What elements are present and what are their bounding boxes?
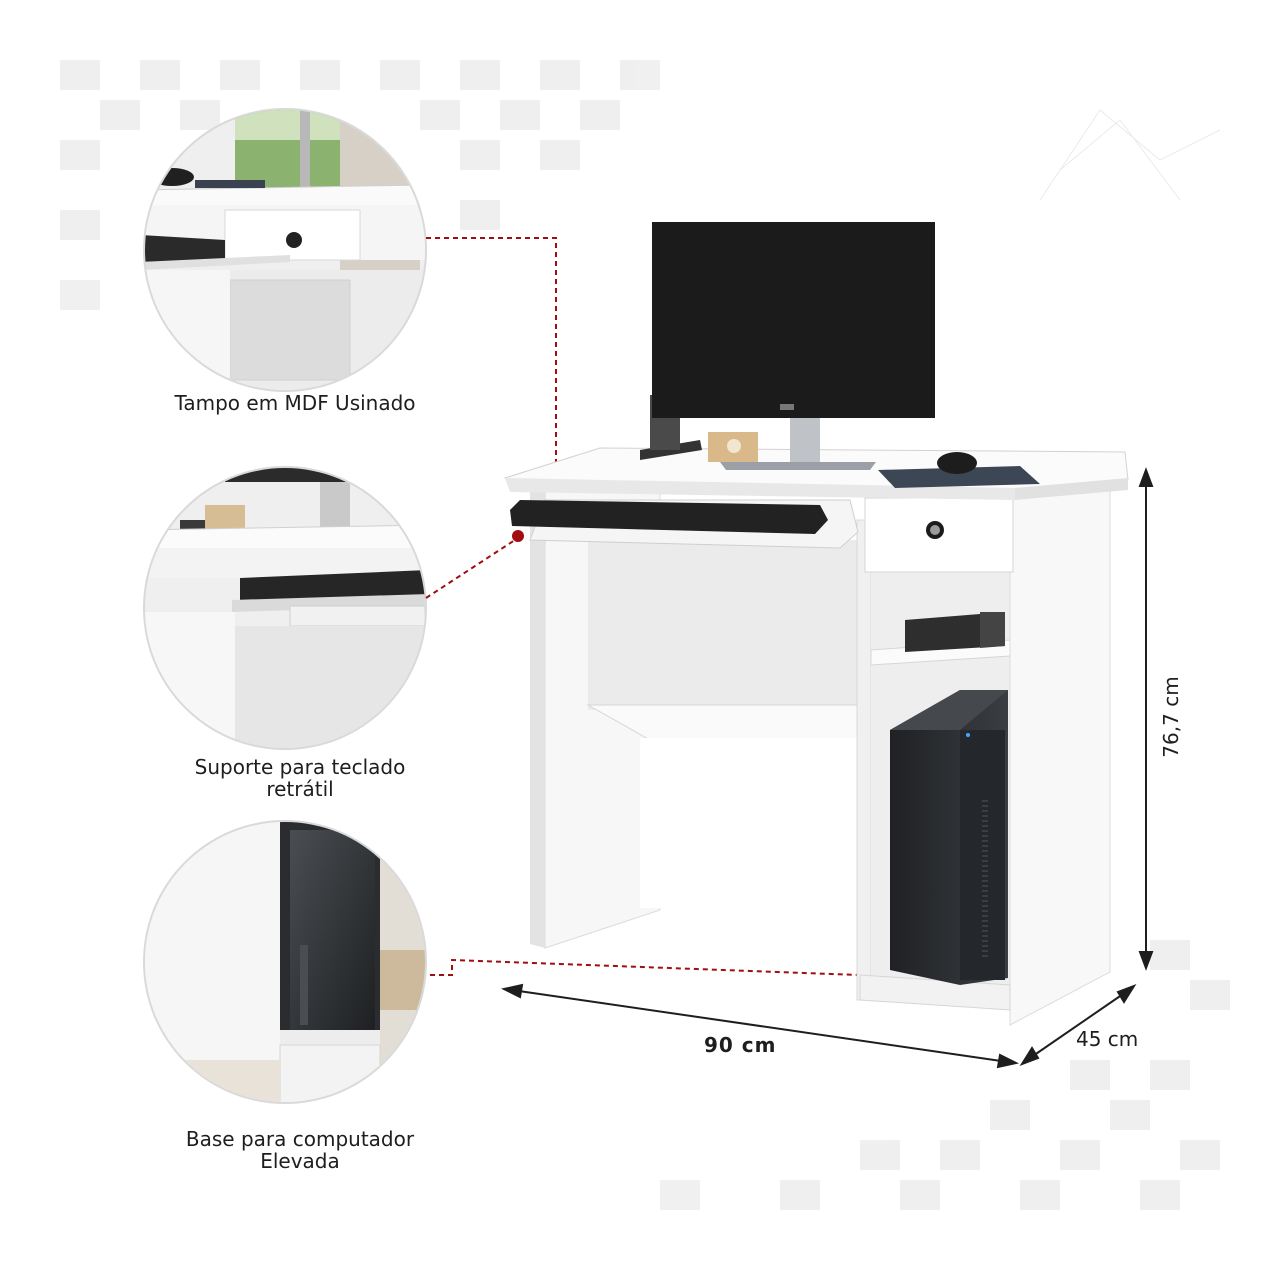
leader-lines <box>425 237 941 979</box>
callout-label-desktop-top: Tampo em MDF Usinado <box>150 392 440 414</box>
callout-label-elevated-base: Base para computador Elevada <box>165 1128 435 1172</box>
callout-title: Base para computador <box>185 1127 415 1151</box>
callout-title: Tampo em MDF Usinado <box>174 391 416 415</box>
mouse-icon <box>937 452 977 474</box>
detail-circle-desktop-top <box>143 108 427 392</box>
pc-tower-icon <box>890 690 1008 985</box>
depth-dimension-label: 45 cm <box>1076 1027 1139 1051</box>
dimension-lines <box>501 467 1154 1069</box>
callout-subtitle: Elevada <box>260 1149 340 1173</box>
monitor-icon <box>652 222 935 470</box>
detail-circle-keyboard-tray <box>143 466 427 750</box>
detail-circle-elevated-base <box>143 820 427 1104</box>
callout-title: Suporte para teclado <box>194 755 406 779</box>
width-dimension-label: 90 cm <box>704 1033 777 1057</box>
keyboard-icon <box>510 500 828 534</box>
height-dimension-label: 76,7 cm <box>1159 676 1183 758</box>
callout-subtitle: retrátil <box>266 777 334 801</box>
callout-label-keyboard-tray: Suporte para teclado retrátil <box>170 756 430 800</box>
desk-illustration <box>504 222 1129 1026</box>
